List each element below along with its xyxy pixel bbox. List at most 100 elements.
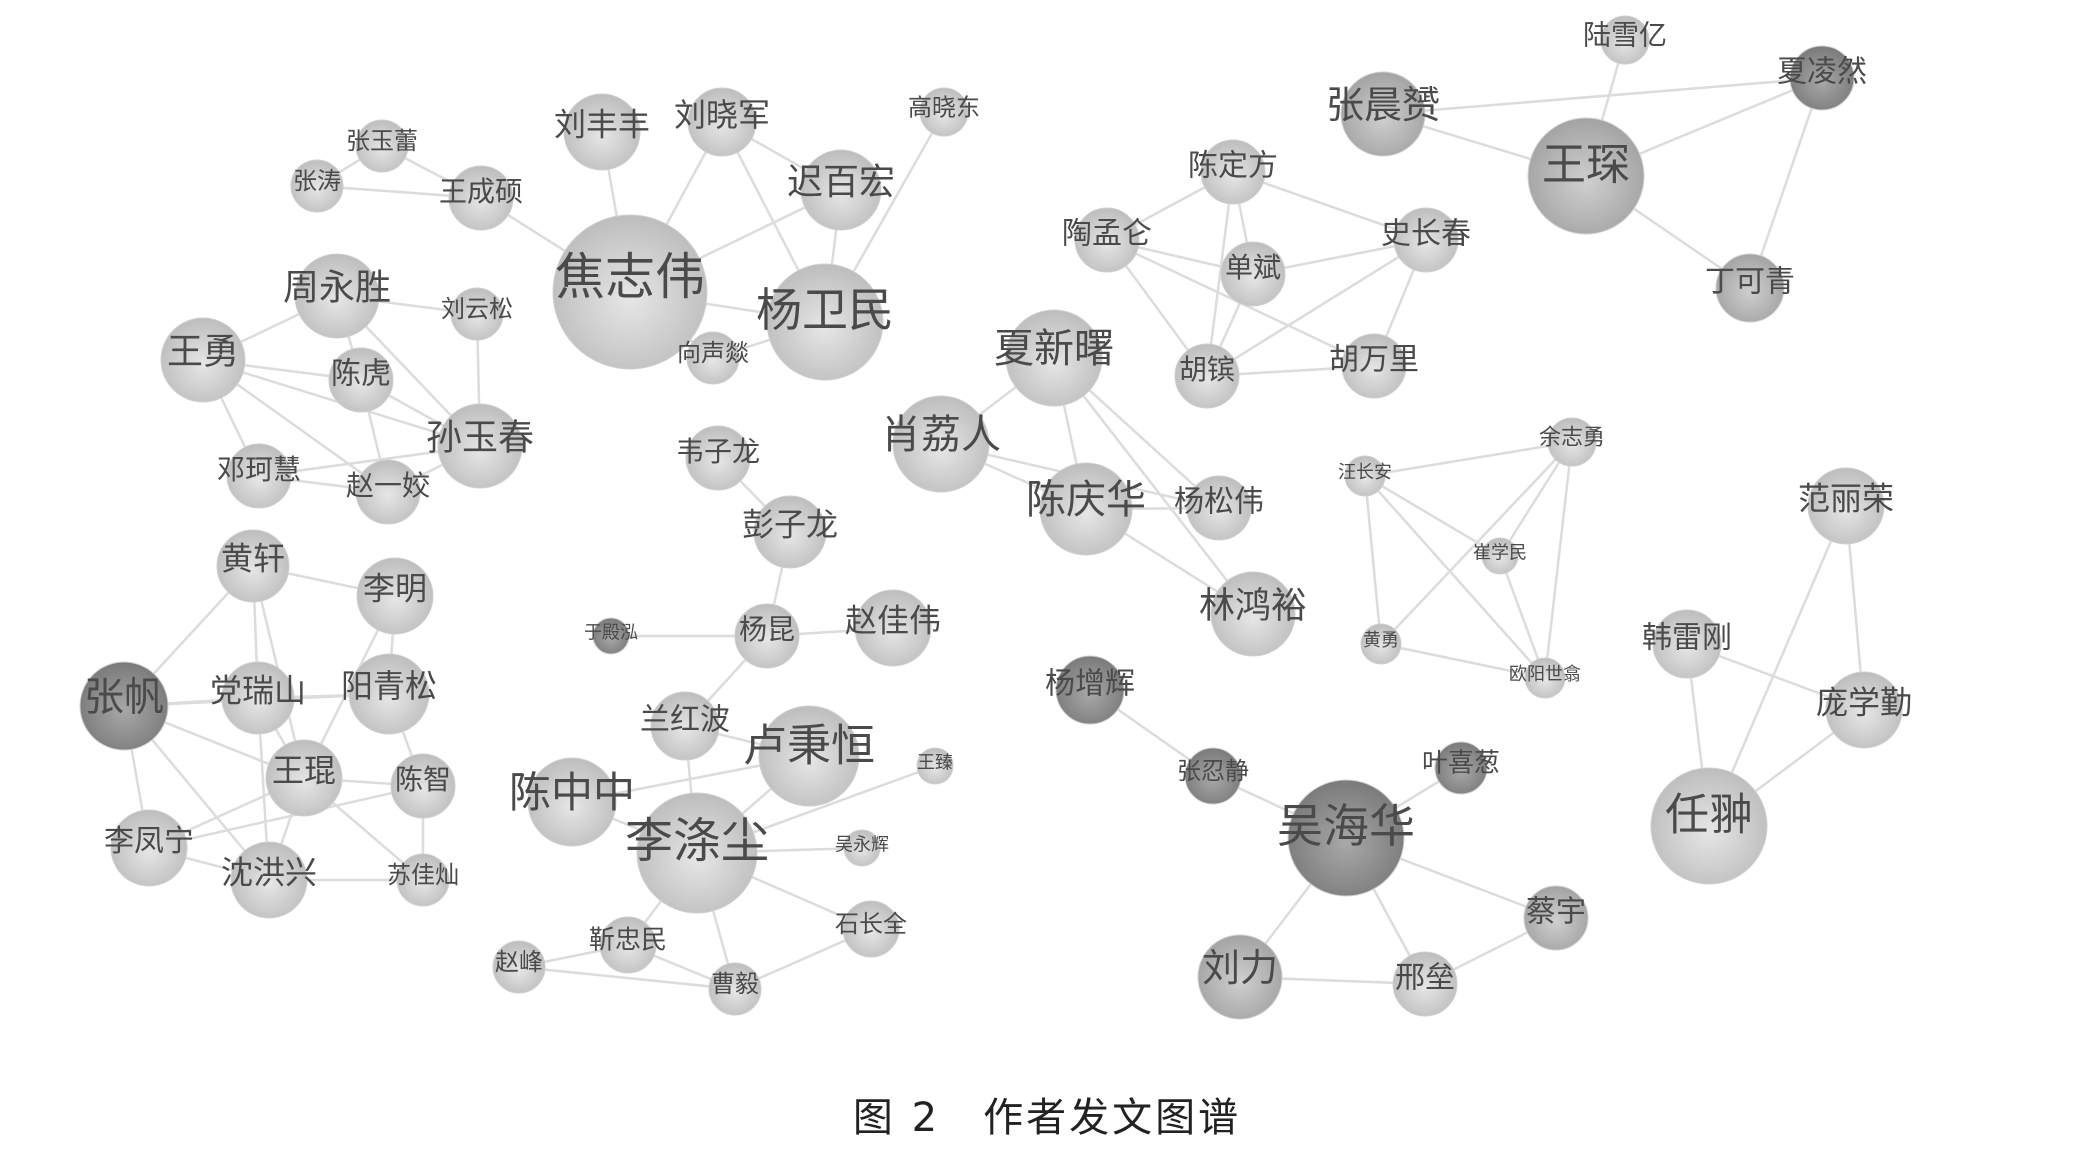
node-circle [1360, 623, 1402, 665]
graph-node: 王琨 [265, 739, 343, 817]
graph-node: 胡万里 [1329, 333, 1419, 399]
node-label: 沈洪兴 [221, 853, 317, 891]
graph-node: 蔡宇 [1523, 885, 1589, 951]
graph-node: 夏凌然 [1777, 45, 1867, 111]
figure-caption: 图 2 作者发文图谱 [852, 1095, 1242, 1141]
graph-node: 彭子龙 [742, 495, 838, 569]
graph-node: 杨松伟 [1174, 475, 1264, 541]
node-circle [450, 287, 504, 341]
node-label: 单斌 [1225, 251, 1281, 284]
node-circle [448, 165, 514, 231]
node-label: 黄轩 [221, 540, 285, 578]
graph-node: 林鸿裕 [1199, 571, 1307, 657]
node-label: 张涛 [293, 167, 341, 195]
node-label: 靳忠民 [589, 925, 667, 955]
graph-node: 刘力 [1197, 934, 1283, 1020]
node-label: 陆雪亿 [1583, 18, 1667, 51]
node-circle [492, 940, 546, 994]
node-label: 欧阳世翕 [1509, 664, 1581, 685]
graph-node: 石长全 [835, 900, 907, 958]
graph-node: 赵峰 [492, 940, 546, 994]
node-label: 王臻 [917, 752, 953, 773]
node-label: 于殿泓 [584, 622, 638, 643]
node-circle [916, 747, 954, 785]
node-circle [592, 617, 630, 655]
node-label: 张帆 [84, 674, 164, 720]
node-label: 王勇 [167, 332, 239, 373]
graph-node: 张帆 [79, 661, 169, 751]
graph-node: 陆雪亿 [1583, 15, 1667, 65]
graph-node: 沈洪兴 [221, 841, 317, 919]
node-label: 苏佳灿 [387, 861, 459, 889]
graph-node: 兰红波 [640, 691, 730, 761]
node-label: 陈虎 [331, 357, 391, 392]
node-circle [1434, 741, 1488, 795]
node-circle [734, 603, 800, 669]
node-circle [216, 529, 290, 603]
node-label: 史长春 [1381, 217, 1471, 252]
node-circle [1527, 117, 1645, 235]
node-label: 胡镔 [1179, 353, 1235, 386]
node-circle [1200, 139, 1266, 205]
node-label: 陈庆华 [1026, 477, 1146, 523]
node-label: 赵峰 [495, 948, 543, 976]
node-circle [1197, 934, 1283, 1020]
node-label: 任翀 [1665, 789, 1753, 840]
node-label: 张玉蕾 [346, 127, 418, 155]
node-circle [1039, 462, 1133, 556]
node-label: 高晓东 [908, 93, 980, 121]
node-label: 韩雷刚 [1642, 620, 1732, 655]
node-label: 崔学民 [1473, 542, 1527, 563]
node-label: 丁可青 [1705, 264, 1795, 299]
node-circle [1186, 475, 1252, 541]
node-circle [1715, 253, 1785, 323]
node-label: 刘丰丰 [554, 105, 650, 143]
graph-node: 胡镔 [1174, 343, 1240, 409]
node-circle [1341, 333, 1407, 399]
graph-node: 单斌 [1220, 241, 1286, 307]
node-circle [1340, 71, 1426, 157]
node-label: 向声燚 [677, 339, 749, 367]
graph-node: 吴海华 [1277, 779, 1415, 897]
graph-node: 黄勇 [1360, 623, 1402, 665]
node-circle [290, 159, 344, 213]
graph-node: 孙玉春 [426, 403, 534, 489]
node-label: 余志勇 [1539, 425, 1605, 450]
node-circle [396, 853, 450, 907]
node-circle [842, 900, 900, 958]
node-label: 刘云松 [441, 295, 513, 323]
node-circle [1650, 767, 1768, 885]
node-circle [390, 753, 456, 819]
graph-edge [1232, 170, 1427, 242]
graph-node: 叶喜葱 [1422, 741, 1500, 795]
node-label: 杨昆 [739, 613, 795, 646]
node-circle [1184, 747, 1242, 805]
graph-node: 党瑞山 [210, 661, 306, 735]
graph-node: 庞学勤 [1816, 671, 1912, 749]
graph-node: 李涤尘 [625, 792, 769, 914]
graph-node: 杨增辉 [1045, 655, 1135, 725]
node-label: 兰红波 [640, 702, 730, 737]
node-circle [1210, 571, 1296, 657]
graph-edge [1363, 475, 1383, 645]
graph-node: 焦志伟 [552, 214, 708, 370]
node-label: 阳青松 [341, 667, 437, 705]
graph-node: 肖荔人 [881, 395, 1001, 493]
node-circle [1287, 779, 1405, 897]
graph-edge [1364, 475, 1546, 679]
node-label: 李凤宁 [104, 824, 194, 859]
graph-edge [1205, 171, 1235, 377]
graph-node: 周永胜 [283, 253, 391, 339]
graph-node: 苏佳灿 [387, 853, 459, 907]
node-label: 彭子龙 [742, 506, 838, 544]
node-label: 党瑞山 [210, 672, 306, 710]
graph-node: 夏新曙 [994, 309, 1114, 407]
graph-node: 卢秉恒 [743, 705, 875, 807]
node-label: 孙玉春 [426, 418, 534, 459]
graph-edge [1364, 440, 1573, 478]
node-circle [1523, 885, 1589, 951]
graph-node: 陈虎 [328, 347, 394, 413]
node-label: 胡万里 [1329, 343, 1419, 378]
node-circle [1825, 671, 1903, 749]
node-circle [355, 459, 421, 525]
